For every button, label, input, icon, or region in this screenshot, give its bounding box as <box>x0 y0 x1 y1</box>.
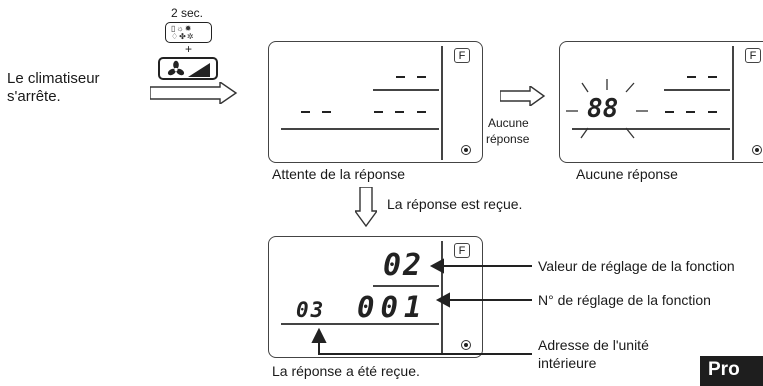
lcd-divider-lower <box>572 128 730 130</box>
f-badge: F <box>454 243 470 258</box>
unit-address-display: 03 <box>296 298 326 322</box>
no-response-arrow-label-1: Aucune <box>488 116 529 130</box>
ac-stops-line2: s'arrête. <box>7 88 61 105</box>
callout-unit-address-line1: Adresse de l'unité <box>538 337 649 353</box>
function-number-display: 001 <box>357 290 428 324</box>
lcd-divider-upper <box>664 89 730 91</box>
blinking-88-display: 88 <box>587 94 619 124</box>
lcd-divider-upper <box>373 89 439 91</box>
f-badge: F <box>454 48 470 63</box>
section-tab: Pro <box>700 356 763 386</box>
lcd-divider-lower <box>281 323 439 325</box>
status-dot-icon <box>461 340 471 350</box>
arrow-to-waiting-panel <box>150 82 238 104</box>
plus-sign: + <box>185 42 193 56</box>
press-duration-label: 2 sec. <box>171 6 204 20</box>
status-dot-icon <box>752 145 762 155</box>
mode-button: ▯☼✹♢✤✲ <box>165 22 212 43</box>
caption-received: La réponse a été reçue. <box>272 363 420 379</box>
caption-no-response: Aucune réponse <box>576 166 678 182</box>
no-response-arrow-label-2: réponse <box>486 132 530 146</box>
lcd-divider-upper <box>373 285 439 287</box>
callout-function-setting-number: N° de réglage de la fonction <box>538 292 711 308</box>
callout-unit-address-line2: intérieure <box>538 355 597 371</box>
callout-function-setting-value: Valeur de réglage de la fonction <box>538 258 735 274</box>
lcd-divider-vertical <box>441 46 443 160</box>
f-badge: F <box>745 48 761 63</box>
arrow-to-no-response-panel <box>500 86 546 106</box>
fan-speed-ramp-icon <box>188 63 210 77</box>
lcd-panel-received: F 02 03 001 <box>268 236 483 358</box>
caption-waiting: Attente de la réponse <box>272 166 406 182</box>
function-setting-value-display: 02 <box>383 248 424 283</box>
lcd-panel-waiting: F <box>268 41 483 163</box>
fan-icon <box>167 60 210 77</box>
lcd-divider-vertical <box>732 46 734 160</box>
arrow-down-to-received-panel <box>355 187 377 227</box>
blink-rays-icon <box>566 79 648 139</box>
status-dot-icon <box>461 145 471 155</box>
response-received-label: La réponse est reçue. <box>387 196 523 212</box>
lcd-panel-no-response: F 88 <box>559 41 763 163</box>
ac-stops-line1: Le climatiseur <box>7 70 100 87</box>
lcd-divider-lower <box>281 128 439 130</box>
mode-icons: ▯☼✹♢✤✲ <box>171 24 195 41</box>
fan-button <box>158 57 218 80</box>
lcd-divider-vertical <box>441 241 443 355</box>
